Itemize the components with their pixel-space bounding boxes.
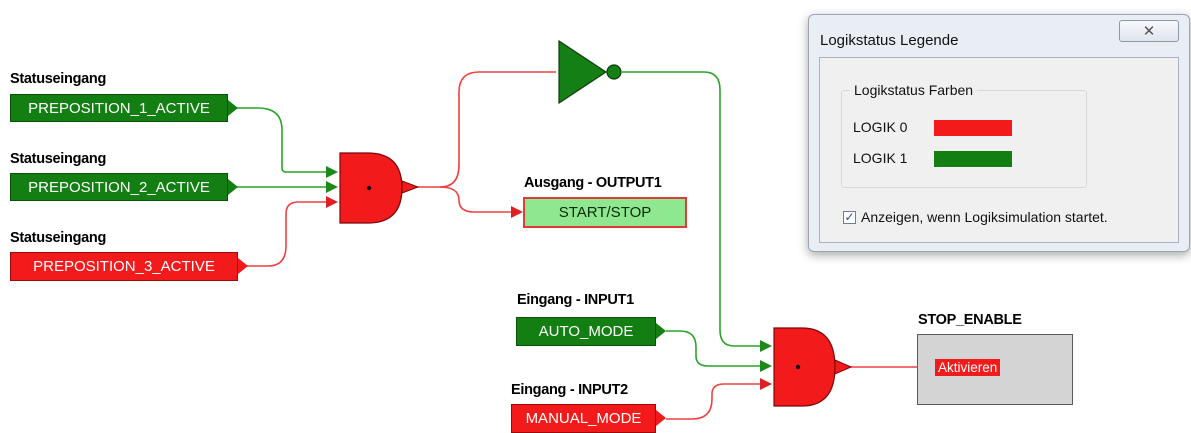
stop-enable-pin-label: Aktivieren bbox=[935, 359, 1001, 376]
and-gate-1-output-pin bbox=[401, 180, 420, 194]
wire-and1-to-not bbox=[418, 71, 556, 188]
input-4-pin bbox=[656, 323, 666, 339]
show-on-start-checkbox[interactable]: ✓ bbox=[843, 210, 856, 224]
input-5-pin bbox=[656, 410, 666, 426]
arrow-and2-in1 bbox=[760, 340, 772, 352]
and-gate-2-dot bbox=[795, 364, 801, 370]
input-2-block[interactable]: PREPOSITION_2_ACTIVE bbox=[10, 173, 228, 201]
close-icon: ✕ bbox=[1142, 22, 1156, 40]
arrow-and2-in3 bbox=[760, 378, 772, 390]
not-gate bbox=[558, 39, 608, 105]
input-4-block[interactable]: AUTO_MODE bbox=[516, 317, 656, 346]
arrow-and1-in1 bbox=[326, 166, 338, 178]
input-3-label: Statuseingang bbox=[10, 230, 107, 246]
input-1-block[interactable]: PREPOSITION_1_ACTIVE bbox=[10, 94, 228, 122]
arrow-and1-in2 bbox=[326, 181, 338, 193]
input-4-label: Eingang - INPUT1 bbox=[517, 292, 634, 308]
stop-enable-block[interactable]: Aktivieren bbox=[917, 334, 1073, 405]
input-3-pin bbox=[238, 258, 248, 274]
wire-and1-to-output bbox=[439, 186, 518, 213]
input-1-pin bbox=[228, 100, 238, 116]
wire-auto-mode bbox=[666, 330, 766, 367]
legend-title: Logikstatus Legende bbox=[820, 32, 959, 49]
output-label: Ausgang - OUTPUT1 bbox=[524, 175, 662, 191]
and-gate-1-dot bbox=[366, 185, 372, 191]
and-gate-2-output-pin bbox=[834, 359, 853, 375]
wire-preposition-3 bbox=[246, 201, 334, 267]
input-3-block[interactable]: PREPOSITION_3_ACTIVE bbox=[10, 252, 238, 281]
arrow-and2-in2 bbox=[760, 360, 772, 372]
legend-item-logic0-label: LOGIK 0 bbox=[853, 119, 908, 135]
show-on-start-option[interactable]: ✓ Anzeigen, wenn Logiksimulation startet… bbox=[843, 209, 1108, 225]
legend-window: Logikstatus Legende ✕ Logikstatus Farben… bbox=[808, 14, 1190, 252]
arrow-output-in bbox=[511, 206, 523, 218]
not-gate-bubble bbox=[606, 64, 622, 80]
wire-not-to-and2 bbox=[622, 71, 766, 347]
arrow-and1-in3 bbox=[326, 196, 338, 208]
legend-item-logic0-swatch bbox=[934, 120, 1012, 136]
input-1-label: Statuseingang bbox=[10, 71, 107, 87]
input-5-label: Eingang - INPUT2 bbox=[511, 382, 628, 398]
input-2-label: Statuseingang bbox=[10, 151, 107, 167]
logic-colors-group: Logikstatus Farben LOGIK 0 LOGIK 1 bbox=[841, 82, 1087, 188]
wire-preposition-1 bbox=[236, 107, 334, 173]
legend-item-logic1-swatch bbox=[934, 151, 1012, 167]
output-block[interactable]: START/STOP bbox=[523, 197, 687, 228]
wire-manual-mode bbox=[666, 383, 766, 420]
legend-client-area: Logikstatus Farben LOGIK 0 LOGIK 1 ✓ Anz… bbox=[819, 57, 1179, 243]
show-on-start-label: Anzeigen, wenn Logiksimulation startet. bbox=[861, 209, 1108, 225]
and-gate-2 bbox=[773, 327, 836, 407]
close-button[interactable]: ✕ bbox=[1119, 20, 1179, 42]
legend-item-logic1-label: LOGIK 1 bbox=[853, 150, 908, 166]
input-5-block[interactable]: MANUAL_MODE bbox=[511, 404, 656, 433]
logic-colors-group-title: Logikstatus Farben bbox=[850, 82, 978, 98]
stop-enable-title: STOP_ENABLE bbox=[918, 312, 1022, 328]
input-2-pin bbox=[228, 179, 238, 195]
